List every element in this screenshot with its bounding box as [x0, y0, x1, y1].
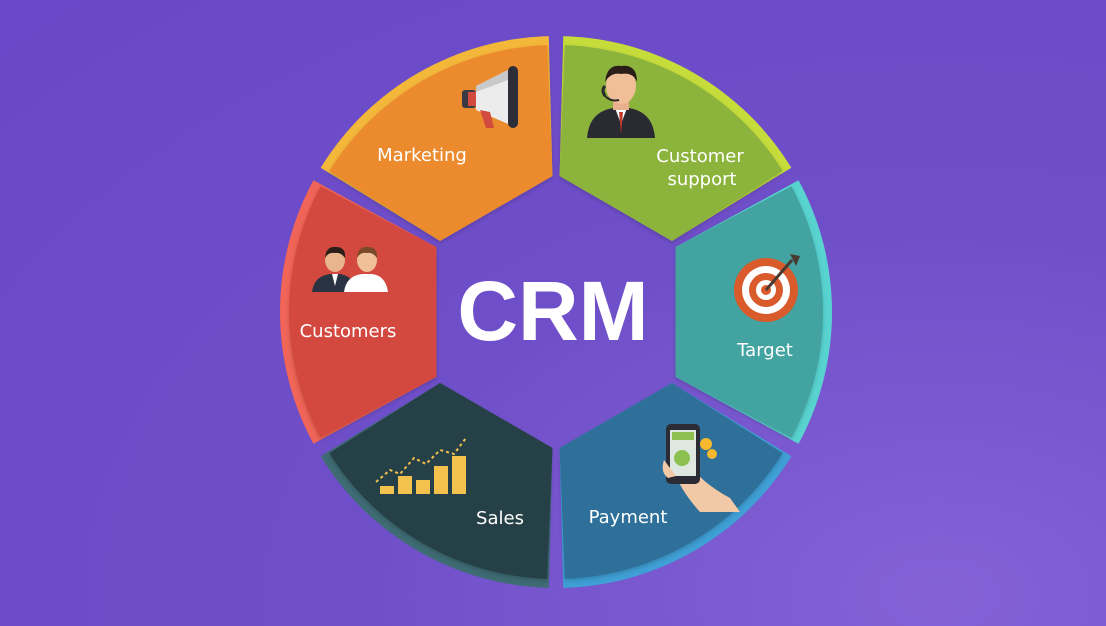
mobile-payment-icon	[662, 424, 740, 512]
segment-customers	[289, 186, 437, 438]
segment-label-customer-support-line1: Customer	[656, 146, 744, 167]
segment-label-sales: Sales	[476, 508, 524, 529]
segment-label-payment: Payment	[589, 507, 668, 528]
center-title: CRM	[457, 264, 648, 358]
segment-label-target: Target	[736, 340, 793, 361]
segment-label-customer-support-line2: support	[667, 169, 736, 190]
megaphone-icon	[462, 66, 518, 128]
support-agent-icon	[587, 65, 655, 138]
segment-label-marketing: Marketing	[377, 145, 467, 166]
customers-icon	[312, 246, 388, 292]
segment-label-customers: Customers	[300, 321, 397, 342]
target-icon	[734, 254, 800, 322]
sales-chart-icon	[375, 437, 467, 494]
